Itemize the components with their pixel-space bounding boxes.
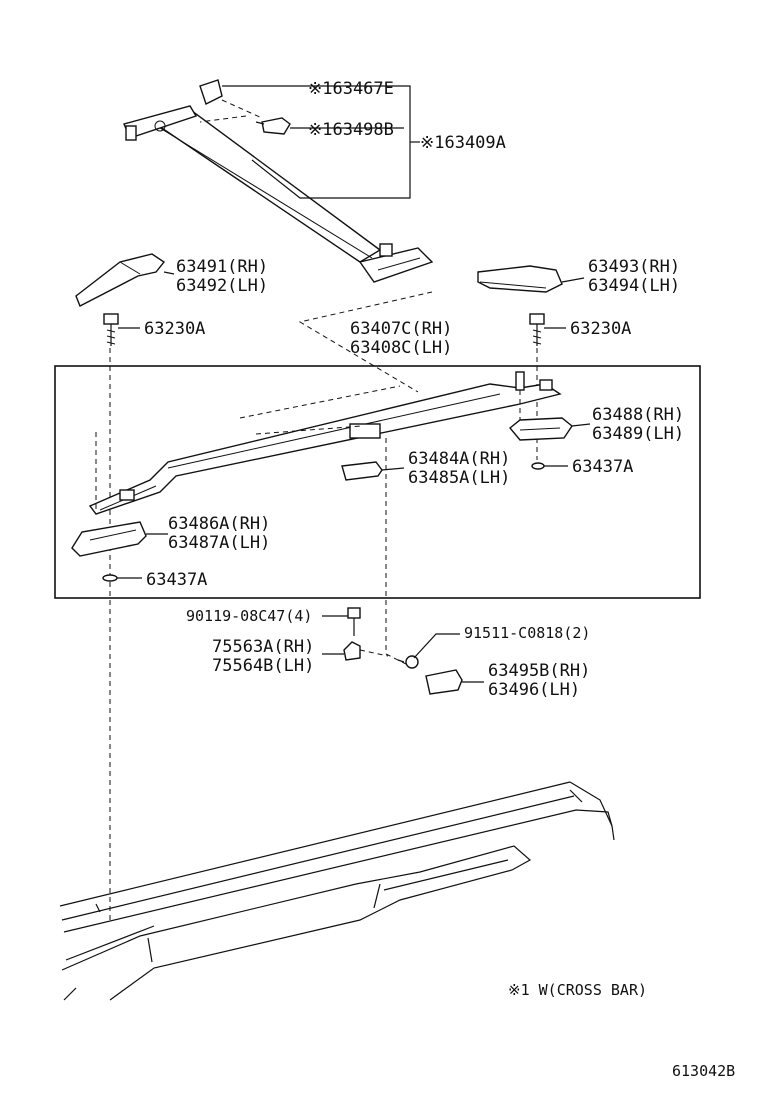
label-63494: 63494(LH) [588, 276, 680, 296]
side-rail-box [54, 365, 701, 599]
label-63484A: 63484A(RH) [408, 449, 510, 469]
label-75564B: 75564B(LH) [212, 656, 314, 676]
label-75563A: 75563A(RH) [212, 637, 314, 657]
label-63496: 63496(LH) [488, 680, 580, 700]
side-rail-63407C [88, 371, 562, 515]
clip-163467E [199, 79, 223, 105]
label-90119: 90119-08C47(4) [186, 607, 312, 625]
cover-63495B [425, 669, 463, 695]
bolt-90119 [347, 607, 361, 636]
end-cover-63493 [477, 265, 563, 293]
screw-163498B [261, 117, 291, 135]
label-63492: 63492(LH) [176, 276, 268, 296]
screw-91511 [397, 655, 419, 669]
end-cover-63491 [75, 253, 166, 307]
footnote-cross-bar: ※1 W(CROSS BAR) [508, 981, 647, 999]
bracket-75563A [343, 641, 361, 661]
label-63491: 63491(RH) [176, 257, 268, 277]
label-63408C: 63408C(LH) [350, 338, 452, 358]
label-63487A: 63487A(LH) [168, 533, 270, 553]
label-63230A-right: 63230A [570, 319, 631, 339]
bolt-left [103, 313, 119, 346]
pad-63437A-left [102, 574, 118, 582]
label-63495B: 63495B(RH) [488, 661, 590, 681]
label-163467E: ※163467E [308, 79, 394, 99]
label-63486A: 63486A(RH) [168, 514, 270, 534]
label-63485A: 63485A(LH) [408, 468, 510, 488]
pad-63437A-right [531, 462, 545, 470]
bolt-right [529, 313, 545, 346]
label-163498B: ※163498B [308, 120, 394, 140]
label-91511: 91511-C0818(2) [464, 624, 590, 642]
label-163409A: ※163409A [420, 133, 506, 153]
rail-cover-63486A [71, 521, 147, 557]
label-63437A-right: 63437A [572, 457, 633, 477]
cross-bar-assembly [123, 79, 434, 283]
cover-63484A [341, 461, 383, 481]
label-63489: 63489(LH) [592, 424, 684, 444]
label-63407C: 63407C(RH) [350, 319, 452, 339]
diagram-code: 613042B [672, 1062, 735, 1080]
label-63230A-left: 63230A [144, 319, 205, 339]
label-63493: 63493(RH) [588, 257, 680, 277]
label-63488: 63488(RH) [592, 405, 684, 425]
vehicle-roof [59, 781, 615, 1001]
label-63437A-left: 63437A [146, 570, 207, 590]
